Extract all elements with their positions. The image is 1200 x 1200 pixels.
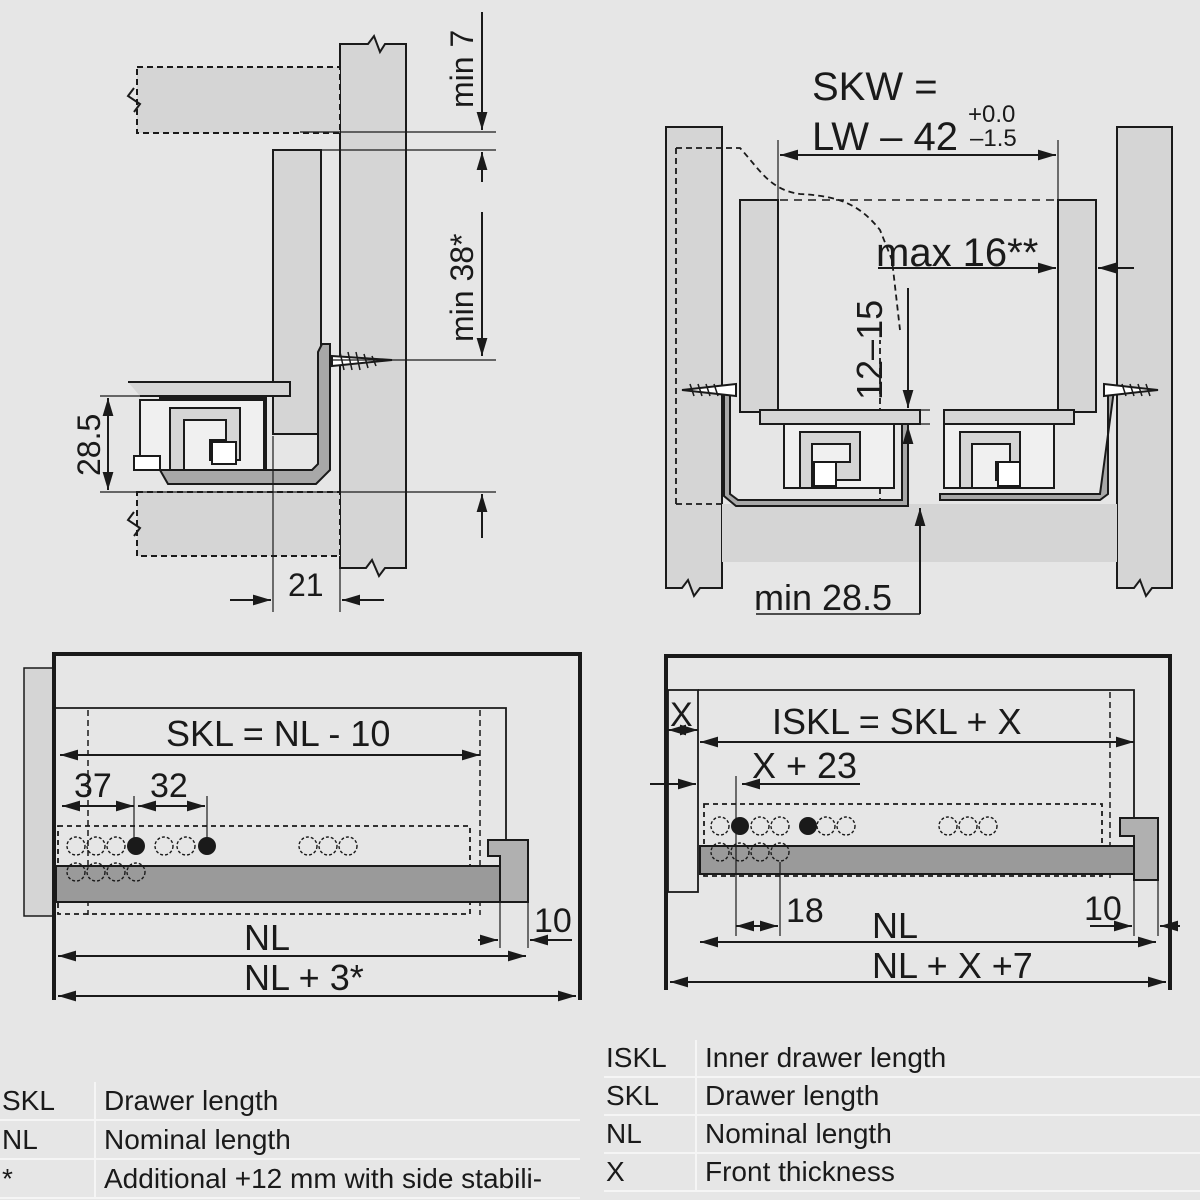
legend-key: NL <box>0 1121 96 1158</box>
fixing-hole-1 <box>127 837 145 855</box>
legend-value: Drawer length <box>705 1080 880 1111</box>
cabinet-outline-left <box>52 652 582 1000</box>
legend-key: SKL <box>0 1082 96 1119</box>
x-plus-23-label: X + 23 <box>752 745 857 786</box>
cabinet-wall <box>339 33 407 578</box>
dim-18-label: 18 <box>786 892 824 930</box>
height-28-5-label: 28.5 <box>71 414 107 476</box>
legend-key: ISKL <box>604 1040 697 1076</box>
legend-left: SKL Drawer length NL Nominal length * Ad… <box>0 1082 580 1199</box>
tolerance-minus: –1.5 <box>970 125 1017 152</box>
min-7-label: min 7 <box>444 30 480 108</box>
width-21-label: 21 <box>288 567 324 603</box>
front-view-diagram <box>665 126 1173 615</box>
nl-label-right: NL <box>872 905 918 946</box>
legend-row: ISKL Inner drawer length <box>604 1040 1200 1078</box>
drawer-left-side <box>739 199 779 413</box>
runner-rail-right <box>699 845 1141 875</box>
right-cabinet-wall <box>1116 126 1173 599</box>
legend-value: Nominal length <box>705 1118 892 1149</box>
plan-right-diagram <box>650 654 1180 990</box>
min-38-label: min 38* <box>444 234 480 343</box>
legend-row: X Front thickness <box>604 1154 1200 1192</box>
drawer-bottom <box>128 381 291 397</box>
range-12-15-label: 12–15 <box>849 300 890 400</box>
nl-plus-x-plus-7-label: NL + X +7 <box>872 945 1033 986</box>
skw-label-line1: SKW = <box>812 65 938 109</box>
tolerance-plus: +0.0 <box>968 101 1015 128</box>
runner-rail-left <box>55 865 527 903</box>
min-28-5-label: min 28.5 <box>754 577 892 618</box>
legend-value: Front thickness <box>705 1156 895 1187</box>
left-cabinet-wall <box>665 126 723 599</box>
legend-row: NL Nominal length <box>0 1121 580 1160</box>
plan-left-diagram <box>23 652 582 1002</box>
fixing-hole-3 <box>731 817 749 835</box>
legend-row: * Additional +12 mm with side stabili- <box>0 1160 580 1199</box>
legend-value: Additional +12 mm with side stabili- <box>104 1162 543 1194</box>
skl-formula-label: SKL = NL - 10 <box>166 713 390 754</box>
dim-10-label-left: 10 <box>534 902 572 940</box>
legend-key: X <box>604 1154 697 1190</box>
dim-32-label: 32 <box>150 767 188 805</box>
max-16-label: max 16** <box>876 231 1038 275</box>
drawer-right-side <box>1057 199 1097 413</box>
legend-right: ISKL Inner drawer length SKL Drawer leng… <box>604 1040 1200 1192</box>
dim-10-label-right: 10 <box>1084 890 1122 928</box>
x-label: X <box>670 696 693 734</box>
skw-label-line2: LW – 42 <box>812 115 958 159</box>
front-panel-right <box>667 689 699 893</box>
nl-plus-3-label: NL + 3* <box>244 957 364 998</box>
legend-value: Nominal length <box>104 1123 291 1155</box>
side-view-diagram <box>100 12 496 612</box>
shelf-below <box>136 491 341 557</box>
legend-key: NL <box>604 1116 697 1152</box>
fixing-hole-4 <box>799 817 817 835</box>
legend-row: NL Nominal length <box>604 1116 1200 1154</box>
front-panel-left <box>23 667 55 917</box>
side-screw-icon <box>331 354 393 368</box>
legend-row: SKL Drawer length <box>0 1082 580 1121</box>
shelf-above <box>136 66 341 134</box>
fixing-hole-2 <box>198 837 216 855</box>
legend-value: Drawer length <box>104 1084 279 1116</box>
iskl-formula-label: ISKL = SKL + X <box>772 701 1022 742</box>
legend-key: * <box>0 1160 96 1197</box>
cabinet-outline-right <box>664 654 1172 990</box>
nl-label-left: NL <box>244 917 290 958</box>
legend-value: Inner drawer length <box>705 1042 947 1073</box>
legend-key: SKL <box>604 1078 697 1114</box>
dim-37-label: 37 <box>74 767 112 805</box>
legend-row: SKL Drawer length <box>604 1078 1200 1116</box>
